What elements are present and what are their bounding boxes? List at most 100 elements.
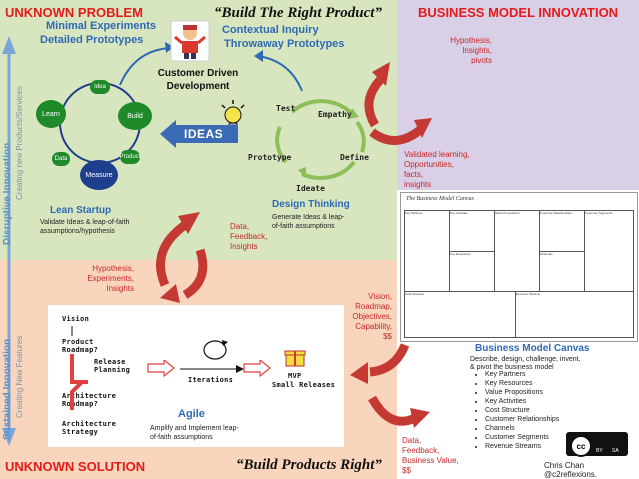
flow-text: Data, bbox=[402, 436, 422, 445]
bmc-cell-label: Key Activities bbox=[450, 211, 468, 215]
flow-text: Hypothesis, bbox=[92, 264, 134, 273]
bmc-cell: Key Activities bbox=[449, 210, 495, 252]
lean-node-build: Build bbox=[118, 102, 152, 130]
dt-step-define: Define bbox=[340, 153, 369, 162]
dt-step-prototype: Prototype bbox=[248, 153, 292, 162]
agile-mvp: MVP bbox=[288, 372, 302, 380]
agile-step-product-roadmap: Product Roadmap? bbox=[62, 338, 99, 354]
agile-release-planning: Release Planning bbox=[94, 358, 131, 374]
dt-step-test: Test bbox=[276, 104, 296, 113]
design-desc-line1: Generate Ideas & leap- bbox=[272, 214, 345, 221]
flow-text: Vision, bbox=[368, 292, 392, 301]
lean-node-data: Data bbox=[52, 152, 70, 166]
agile-left-arrows bbox=[70, 326, 88, 410]
flow-label-validated-learning: Validated learning, Opportunities, facts… bbox=[404, 150, 470, 190]
agile-step-vision: Vision bbox=[62, 315, 90, 323]
customer-driven-label: Customer Driven bbox=[157, 68, 239, 79]
bmc-cell-label: Revenue Streams bbox=[516, 292, 541, 296]
flow-text: Insights, bbox=[462, 46, 492, 55]
flow-label-vision-roadmap: Vision, Roadmap, Objectives, Capability,… bbox=[340, 292, 392, 342]
lean-node-idea: Idea bbox=[90, 80, 110, 94]
list-item: Key Partners bbox=[485, 370, 559, 379]
bmc-cell-label: Customer Relationships bbox=[540, 211, 572, 215]
agile-step-architecture-strategy: Architecture Strategy bbox=[62, 420, 117, 436]
bmc-cell-label: Cost Structure bbox=[405, 292, 425, 296]
flow-text: insights bbox=[404, 180, 432, 189]
list-item: Value Propositions bbox=[485, 388, 559, 397]
flow-label-hypothesis-experiments: Hypothesis, Experiments, Insights bbox=[84, 264, 134, 294]
agile-panel bbox=[48, 305, 344, 447]
lean-node-measure: Measure bbox=[80, 160, 118, 190]
design-to-inquiry-arrow bbox=[254, 50, 303, 92]
bmc-sheet-title: The Business Model Canvas bbox=[406, 196, 474, 202]
bmc-cell: Key Partners bbox=[404, 210, 450, 292]
agile-step-architecture-roadmap: Architecture Roadmap? bbox=[62, 392, 117, 408]
bmc-desc-line2: & pivot the business model bbox=[470, 364, 554, 371]
iterations-cycle-icon bbox=[203, 340, 228, 360]
author-credit: Chris Chan @c2reflexions. bbox=[544, 461, 598, 479]
cc-by-label: BY bbox=[596, 448, 603, 454]
flow-text: Objectives, bbox=[352, 312, 392, 321]
build-products-right-title: “Build Products Right” bbox=[236, 457, 382, 473]
agile-title: Agile bbox=[178, 408, 205, 420]
contextual-inquiry-heading: Contextual Inquiry bbox=[222, 24, 319, 36]
bmc-cell-label: Value Propositions bbox=[495, 211, 520, 215]
ideas-label: IDEAS bbox=[184, 127, 224, 141]
flow-label-hypothesis-pivots: Hypothesis, Insights, pivots bbox=[442, 36, 492, 66]
build-right-product-title: “Build The Right Product” bbox=[214, 5, 382, 21]
flow-text: Opportunities, bbox=[404, 160, 454, 169]
design-thinking-title: Design Thinking bbox=[272, 199, 350, 210]
bmc-cell: Key Resources bbox=[449, 251, 495, 292]
design-thinking-cycle bbox=[275, 99, 366, 180]
cc-sa-label: SA bbox=[612, 448, 619, 454]
flow-text: Experiments, bbox=[87, 274, 134, 283]
unknown-problem-title: UNKNOWN PROBLEM bbox=[5, 5, 143, 20]
bmc-cell: Customer Relationships bbox=[539, 210, 585, 252]
agile-desc-line1: Amplify and Implement leap- bbox=[150, 425, 239, 432]
flow-label-data-feedback-insights: Data, Feedback, Insights bbox=[230, 222, 267, 252]
bmc-cell: Cost Structure bbox=[404, 291, 516, 338]
bmc-title: Business Model Canvas bbox=[475, 343, 590, 354]
lean-desc-line1: Validate Ideas & leap-of-faith bbox=[40, 219, 130, 226]
bmc-cell-label: Key Resources bbox=[450, 252, 471, 256]
bmc-sheet bbox=[400, 192, 638, 342]
lean-node-learn: Learn bbox=[36, 100, 66, 128]
unknown-solution-title: UNKNOWN SOLUTION bbox=[5, 459, 146, 474]
throwaway-prototypes-heading: Throwaway Prototypes bbox=[224, 38, 345, 50]
lean-startup-title: Lean Startup bbox=[50, 205, 112, 216]
list-item: Customer Segments bbox=[485, 433, 559, 442]
agile-desc-line2: of-faith assumptions bbox=[150, 434, 213, 441]
bmc-cell-label: Customer Segments bbox=[585, 211, 613, 215]
flow-text: $$ bbox=[402, 466, 411, 475]
agile-flow-arrows bbox=[147, 360, 271, 378]
list-item: Cost Structure bbox=[485, 406, 559, 415]
flow-text: Business Value, bbox=[402, 456, 459, 465]
minimal-experiments-heading: Minimal Experiments bbox=[46, 20, 157, 32]
flow-text: Data, bbox=[230, 222, 250, 231]
development-label: Development bbox=[166, 81, 230, 92]
flow-text: facts, bbox=[404, 170, 424, 179]
flow-text: Insights bbox=[230, 242, 258, 251]
bmc-building-blocks-list: Key Partners Key Resources Value Proposi… bbox=[475, 370, 559, 451]
dt-step-ideate: Ideate bbox=[296, 184, 325, 193]
flow-text: Validated learning, bbox=[404, 150, 470, 159]
mvp-gift-icon bbox=[284, 350, 306, 367]
agile-small-releases: Small Releases bbox=[272, 381, 336, 389]
agile-iterations: Iterations bbox=[188, 376, 234, 384]
detailed-prototypes-heading: Detailed Prototypes bbox=[40, 34, 144, 46]
business-model-innovation-title: BUSINESS MODEL INNOVATION bbox=[418, 5, 619, 20]
flow-text: Feedback, bbox=[230, 232, 268, 241]
bmc-desc-line1: Describe, design, challenge, invent, bbox=[470, 356, 581, 363]
lean-node-product: Product bbox=[120, 150, 140, 164]
customer-figure-icon bbox=[170, 20, 210, 62]
flow-text: $$ bbox=[383, 332, 392, 341]
innovation-axis-arrow bbox=[2, 36, 16, 446]
list-item: Channels bbox=[485, 424, 559, 433]
bmc-cell-label: Channels bbox=[540, 252, 553, 256]
flow-text: Insights bbox=[106, 284, 134, 293]
flow-text: Feedback, bbox=[402, 446, 440, 455]
list-item: Key Activities bbox=[485, 397, 559, 406]
lean-to-prototype-arrow bbox=[119, 42, 174, 86]
flow-text: Roadmap, bbox=[355, 302, 392, 311]
